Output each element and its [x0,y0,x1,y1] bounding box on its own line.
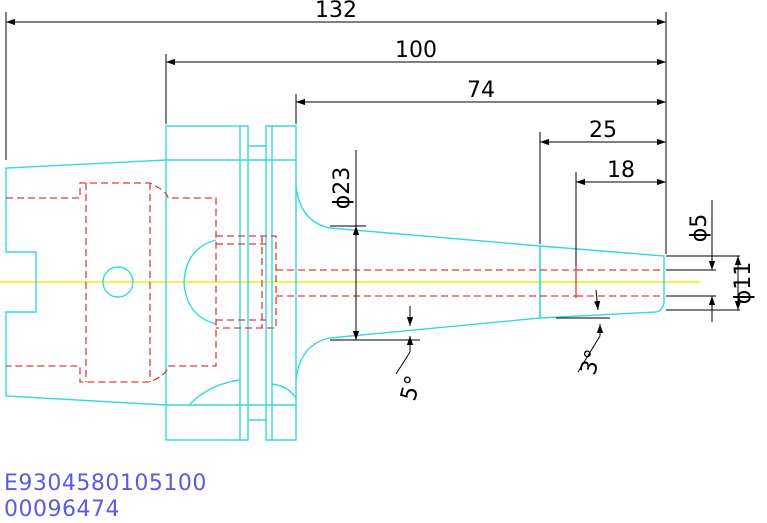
angle-3-leader [593,289,601,311]
dim-25-label: 25 [589,118,617,143]
bore-arc [183,239,217,325]
tip [539,245,665,319]
dim-d23-label: ϕ23 [330,167,355,210]
angle-5-leader [395,351,411,375]
angle-5-label: 5° [396,373,427,404]
dim-d11-label: ϕ11 [731,262,756,305]
item-number: 00096474 [4,497,120,522]
taper-shank [5,159,167,406]
flange [165,125,241,441]
tool-outline [5,125,665,441]
dim-100-label: 100 [395,38,437,63]
angle-3-leader [577,335,601,373]
drive-slot [189,379,241,405]
angle-3-label: 3° [576,347,607,378]
shank-body [295,185,541,381]
dim-132-label: 132 [315,0,357,23]
dim-74-label: 74 [467,78,495,103]
hidden-lines [6,182,664,383]
drive-slot [271,383,297,399]
dim-18-label: 18 [607,158,635,183]
cross-hole [102,266,134,298]
part-number: E9304580105100 [4,471,207,496]
internal-bore [6,182,217,383]
dim-d5-label: ϕ5 [687,214,712,243]
v-groove [240,125,297,441]
dimension-lines [5,12,742,375]
thread-bore [216,235,277,329]
